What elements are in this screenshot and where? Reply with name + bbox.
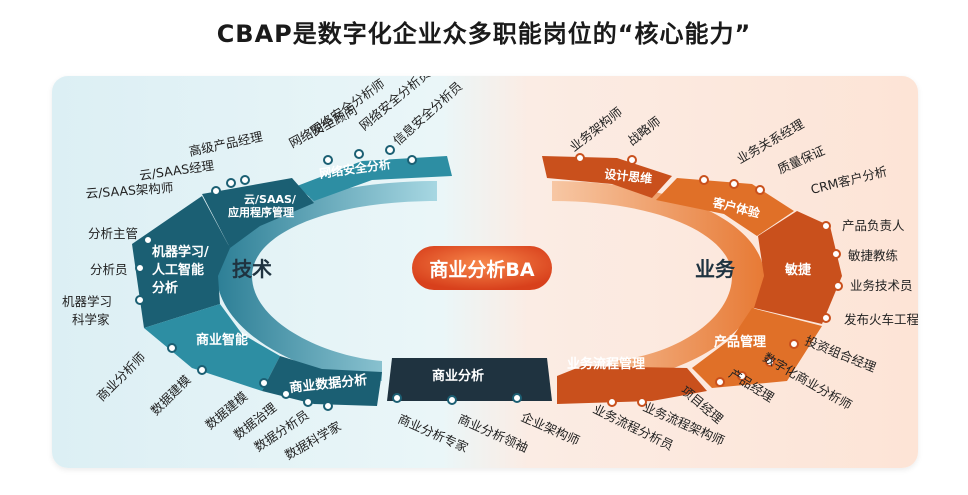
svg-text:商业智能: 商业智能 — [196, 332, 248, 348]
role-label: 业务技术员 — [850, 278, 913, 293]
role-label: 云/SAAS经理 — [138, 158, 215, 183]
segment-bi: 商业智能 — [144, 304, 280, 391]
segment-design: 设计思维 — [542, 156, 672, 198]
center-badge: 商业分析BA — [412, 246, 552, 290]
svg-text:商业分析: 商业分析 — [432, 368, 484, 384]
role-label: 高级产品经理 — [188, 129, 265, 159]
page-title: CBAP是数字化企业众多职能岗位的“核心能力” — [216, 20, 752, 48]
svg-text:云/SAAS/: 云/SAAS/ — [244, 193, 297, 206]
segment-process: 业务流程管理 — [557, 356, 707, 404]
role-label: 科学家 — [72, 312, 110, 327]
left-ring-band — [217, 181, 437, 381]
role-label: 质量保证 — [775, 142, 827, 176]
role-label: 云/SAAS架构师 — [85, 180, 174, 201]
right-ring-band — [552, 181, 764, 381]
role-label: 投资组合经理 — [803, 333, 879, 375]
svg-text:业务流程管理: 业务流程管理 — [567, 356, 645, 372]
connector-dots-right — [575, 153, 843, 407]
role-label: CRM客户分析 — [809, 163, 889, 196]
connector-dots — [135, 145, 522, 411]
segment-data: 商业数据分析 — [262, 356, 382, 406]
svg-text:应用程序管理: 应用程序管理 — [228, 205, 294, 219]
label-business: 业务 — [695, 257, 736, 281]
segment-cloud: 云/SAAS/ 应用程序管理 — [202, 178, 314, 248]
role-label: 战略师 — [625, 113, 664, 148]
svg-text:产品管理: 产品管理 — [714, 334, 766, 350]
role-label: 敏捷教练 — [848, 248, 899, 263]
diagram-card: 网络安全分析 云/SAAS/ 应用程序管理 机器学习/ 人工智能 分析 技术 商… — [52, 76, 918, 468]
role-label: 商业分析师 — [94, 349, 149, 404]
role-label: 分析主管 — [88, 226, 138, 241]
segment-ml: 机器学习/ 人工智能 分析 — [132, 196, 230, 328]
role-label: 业务架构师 — [567, 104, 625, 154]
segment-agile: 敏捷 — [754, 211, 842, 324]
role-label: 机器学习 — [62, 294, 112, 309]
segment-product: 产品管理 — [692, 308, 822, 388]
center-label: 商业分析BA — [429, 258, 534, 281]
svg-text:分析: 分析 — [152, 280, 178, 296]
svg-text:设计思维: 设计思维 — [604, 166, 653, 186]
role-label: 发布火车工程师 — [844, 312, 918, 327]
role-label: 数据建模 — [148, 372, 194, 418]
role-label: 分析员 — [90, 262, 128, 277]
svg-text:机器学习/: 机器学习/ — [152, 244, 209, 260]
ba-competency-diagram: 网络安全分析 云/SAAS/ 应用程序管理 机器学习/ 人工智能 分析 技术 商… — [62, 76, 918, 463]
svg-text:敏捷: 敏捷 — [784, 262, 812, 278]
role-label: 产品负责人 — [842, 218, 905, 233]
svg-text:人工智能: 人工智能 — [152, 262, 204, 278]
segment-ba: 商业分析 — [387, 358, 552, 401]
label-tech: 技术 — [232, 257, 272, 281]
